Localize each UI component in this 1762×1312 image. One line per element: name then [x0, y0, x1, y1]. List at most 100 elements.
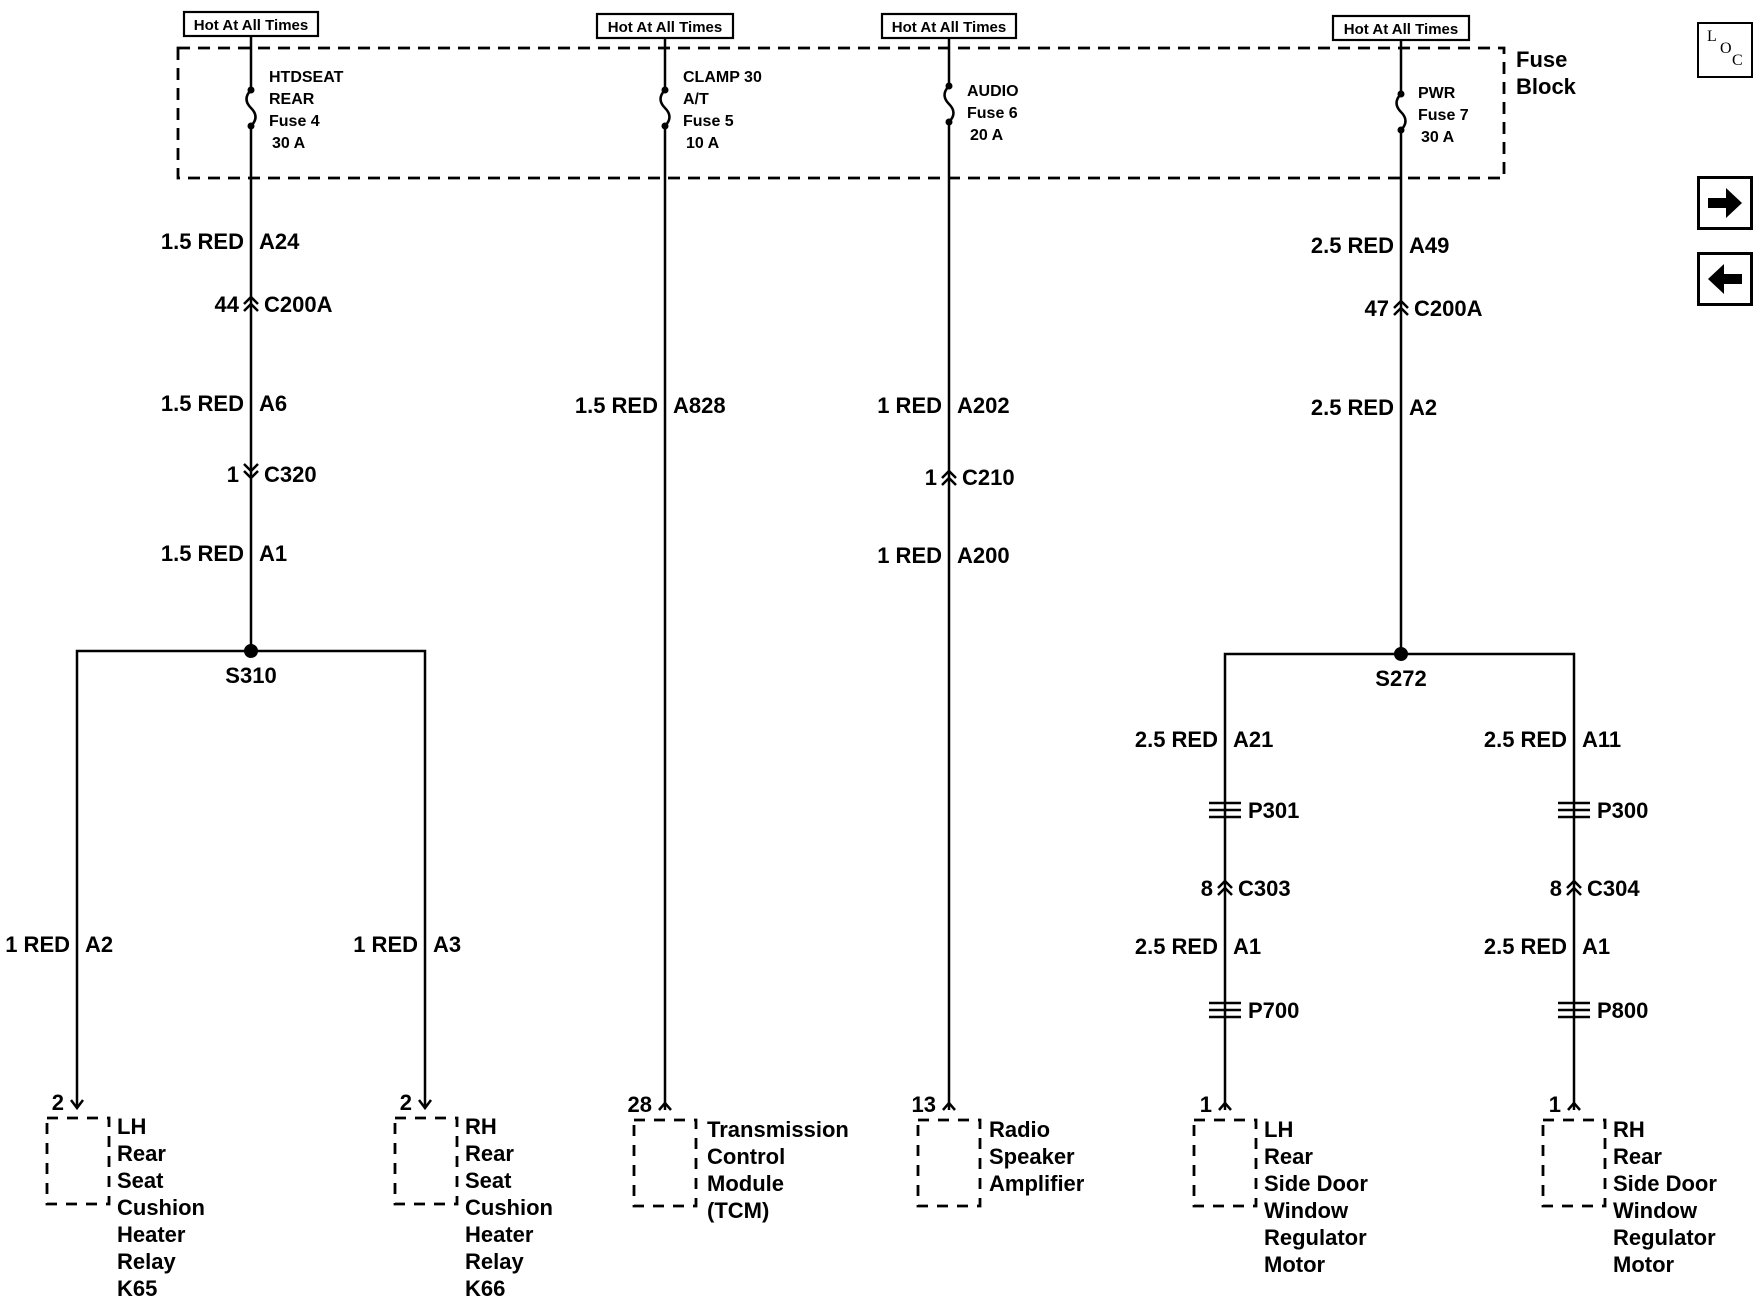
left-arrow-icon — [1708, 264, 1742, 294]
component-k66-line-5: Heater — [465, 1222, 534, 1247]
wire-size-a24: 1.5 RED — [161, 229, 244, 254]
svg-text:Hot At All Times: Hot At All Times — [608, 19, 722, 36]
component-rh-motor-line-4: Window — [1613, 1198, 1698, 1223]
fuse-5-symbol — [659, 89, 671, 127]
fuse-block-label-1: Fuse — [1516, 47, 1567, 72]
svg-text:Hot At All Times: Hot At All Times — [892, 19, 1006, 36]
connector-c303-symbol — [1217, 879, 1233, 896]
component-k66-line-2: Rear — [465, 1141, 514, 1166]
wire-circuit-a1-lh-door: A1 — [1233, 934, 1261, 959]
pass-through-p800-label: P800 — [1597, 998, 1648, 1023]
connector-c200a-right-pin: 47 — [1365, 296, 1389, 321]
wire-size-a1-left: 1.5 RED — [161, 541, 244, 566]
wire-circuit-a6: A6 — [259, 391, 287, 416]
component-k66-line-1: RH — [465, 1114, 497, 1139]
wire-size-a1-rh-door: 2.5 RED — [1484, 934, 1567, 959]
component-k66-pin: 2 — [400, 1090, 412, 1115]
svg-text:Hot At All Times: Hot At All Times — [1344, 21, 1458, 38]
wire-size-a21: 2.5 RED — [1135, 727, 1218, 752]
fuse-4-symbol — [245, 89, 257, 127]
connector-c200a-left-name: C200A — [264, 292, 333, 317]
fuse-block-outline — [176, 46, 1506, 180]
wire-size-a200: 1 RED — [877, 543, 942, 568]
component-amp-box — [916, 1118, 982, 1208]
fuse-6-symbol — [943, 85, 955, 123]
wire-size-a202: 1 RED — [877, 393, 942, 418]
connector-c320-symbol — [243, 463, 259, 480]
connector-c200a-left-pin: 44 — [215, 292, 240, 317]
connector-c210-symbol — [941, 469, 957, 486]
component-k65-line-4: Cushion — [117, 1195, 205, 1220]
component-k66-line-4: Cushion — [465, 1195, 553, 1220]
previous-page-button[interactable] — [1697, 252, 1753, 306]
wire-circuit-a2-right: A2 — [1409, 395, 1437, 420]
fuse-4-line-2: REAR — [269, 91, 315, 108]
wire-size-a11: 2.5 RED — [1484, 727, 1567, 752]
connector-c303-pin: 8 — [1201, 876, 1213, 901]
wire-circuit-a828: A828 — [673, 393, 726, 418]
component-lh-motor-line-5: Regulator — [1264, 1225, 1367, 1250]
wire-circuit-a202: A202 — [957, 393, 1010, 418]
next-page-button[interactable] — [1697, 176, 1753, 230]
component-lh-motor-box — [1192, 1118, 1258, 1208]
loc-letter-l: L — [1707, 28, 1717, 45]
pass-through-p300-symbol — [1558, 801, 1590, 819]
fuse-5-line-2: A/T — [683, 91, 709, 108]
wire-circuit-a49: A49 — [1409, 233, 1449, 258]
wire-size-a2-left: 1 RED — [5, 932, 70, 957]
svg-text:Hot At All Times: Hot At All Times — [194, 17, 308, 34]
fuse-5-line-1: CLAMP 30 — [683, 69, 762, 86]
connector-c304-name: C304 — [1587, 876, 1640, 901]
fuse-5-line-4: 10 A — [686, 135, 720, 152]
component-amp-pin: 13 — [912, 1092, 936, 1117]
component-tcm-line-2: Control — [707, 1144, 785, 1169]
wire-circuit-a1-left: A1 — [259, 541, 287, 566]
component-k66-box — [393, 1116, 459, 1206]
fuse-6-line-3: 20 A — [970, 127, 1004, 144]
connector-c304-symbol — [1566, 879, 1582, 896]
pass-through-p300-label: P300 — [1597, 798, 1648, 823]
wire-circuit-a24: A24 — [259, 229, 300, 254]
wire-size-a6: 1.5 RED — [161, 391, 244, 416]
fuse-block-label-2: Block — [1516, 74, 1577, 99]
component-tcm-box — [632, 1118, 698, 1208]
hot-label-1: Hot At All Times — [182, 10, 320, 38]
component-k65-box — [45, 1116, 111, 1206]
wire-size-a828: 1.5 RED — [575, 393, 658, 418]
wire-circuit-a11: A11 — [1582, 727, 1621, 752]
wire-circuit-a1-rh-door: A1 — [1582, 934, 1610, 959]
pass-through-p301-label: P301 — [1248, 798, 1299, 823]
right-arrow-icon — [1708, 188, 1742, 218]
component-rh-motor-line-1: RH — [1613, 1117, 1645, 1142]
connector-c304-pin: 8 — [1550, 876, 1562, 901]
component-amp-line-1: Radio — [989, 1117, 1050, 1142]
connector-c210-name: C210 — [962, 465, 1015, 490]
loc-letter-o: O — [1720, 40, 1732, 57]
component-rh-motor-pin: 1 — [1549, 1092, 1561, 1117]
wire-size-a1-lh-door: 2.5 RED — [1135, 934, 1218, 959]
connector-c200a-right-name: C200A — [1414, 296, 1483, 321]
component-lh-motor-line-6: Motor — [1264, 1252, 1326, 1277]
component-tcm-pin: 28 — [628, 1092, 652, 1117]
pass-through-p700-symbol — [1209, 1001, 1241, 1019]
fuse-7-line-2: Fuse 7 — [1418, 107, 1469, 124]
wire-circuit-a200: A200 — [957, 543, 1010, 568]
wire-size-a49: 2.5 RED — [1311, 233, 1394, 258]
component-k65-line-2: Rear — [117, 1141, 166, 1166]
component-rh-motor-box — [1541, 1118, 1607, 1208]
loc-button[interactable]: L O C — [1697, 22, 1753, 78]
component-k65-line-1: LH — [117, 1114, 146, 1139]
wire-circuit-a21: A21 — [1233, 727, 1273, 752]
component-lh-motor-line-1: LH — [1264, 1117, 1293, 1142]
component-rh-motor-line-6: Motor — [1613, 1252, 1675, 1277]
wire-circuit-a2-left: A2 — [85, 932, 113, 957]
component-k65-line-3: Seat — [117, 1168, 164, 1193]
component-amp-line-3: Amplifier — [989, 1171, 1085, 1196]
pass-through-p301-symbol — [1209, 801, 1241, 819]
component-rh-motor-line-5: Regulator — [1613, 1225, 1716, 1250]
component-k66-line-7: K66 — [465, 1276, 505, 1301]
fuse-5-line-3: Fuse 5 — [683, 113, 734, 130]
component-k65-line-6: Relay — [117, 1249, 176, 1274]
fuse-4-line-3: Fuse 4 — [269, 113, 320, 130]
